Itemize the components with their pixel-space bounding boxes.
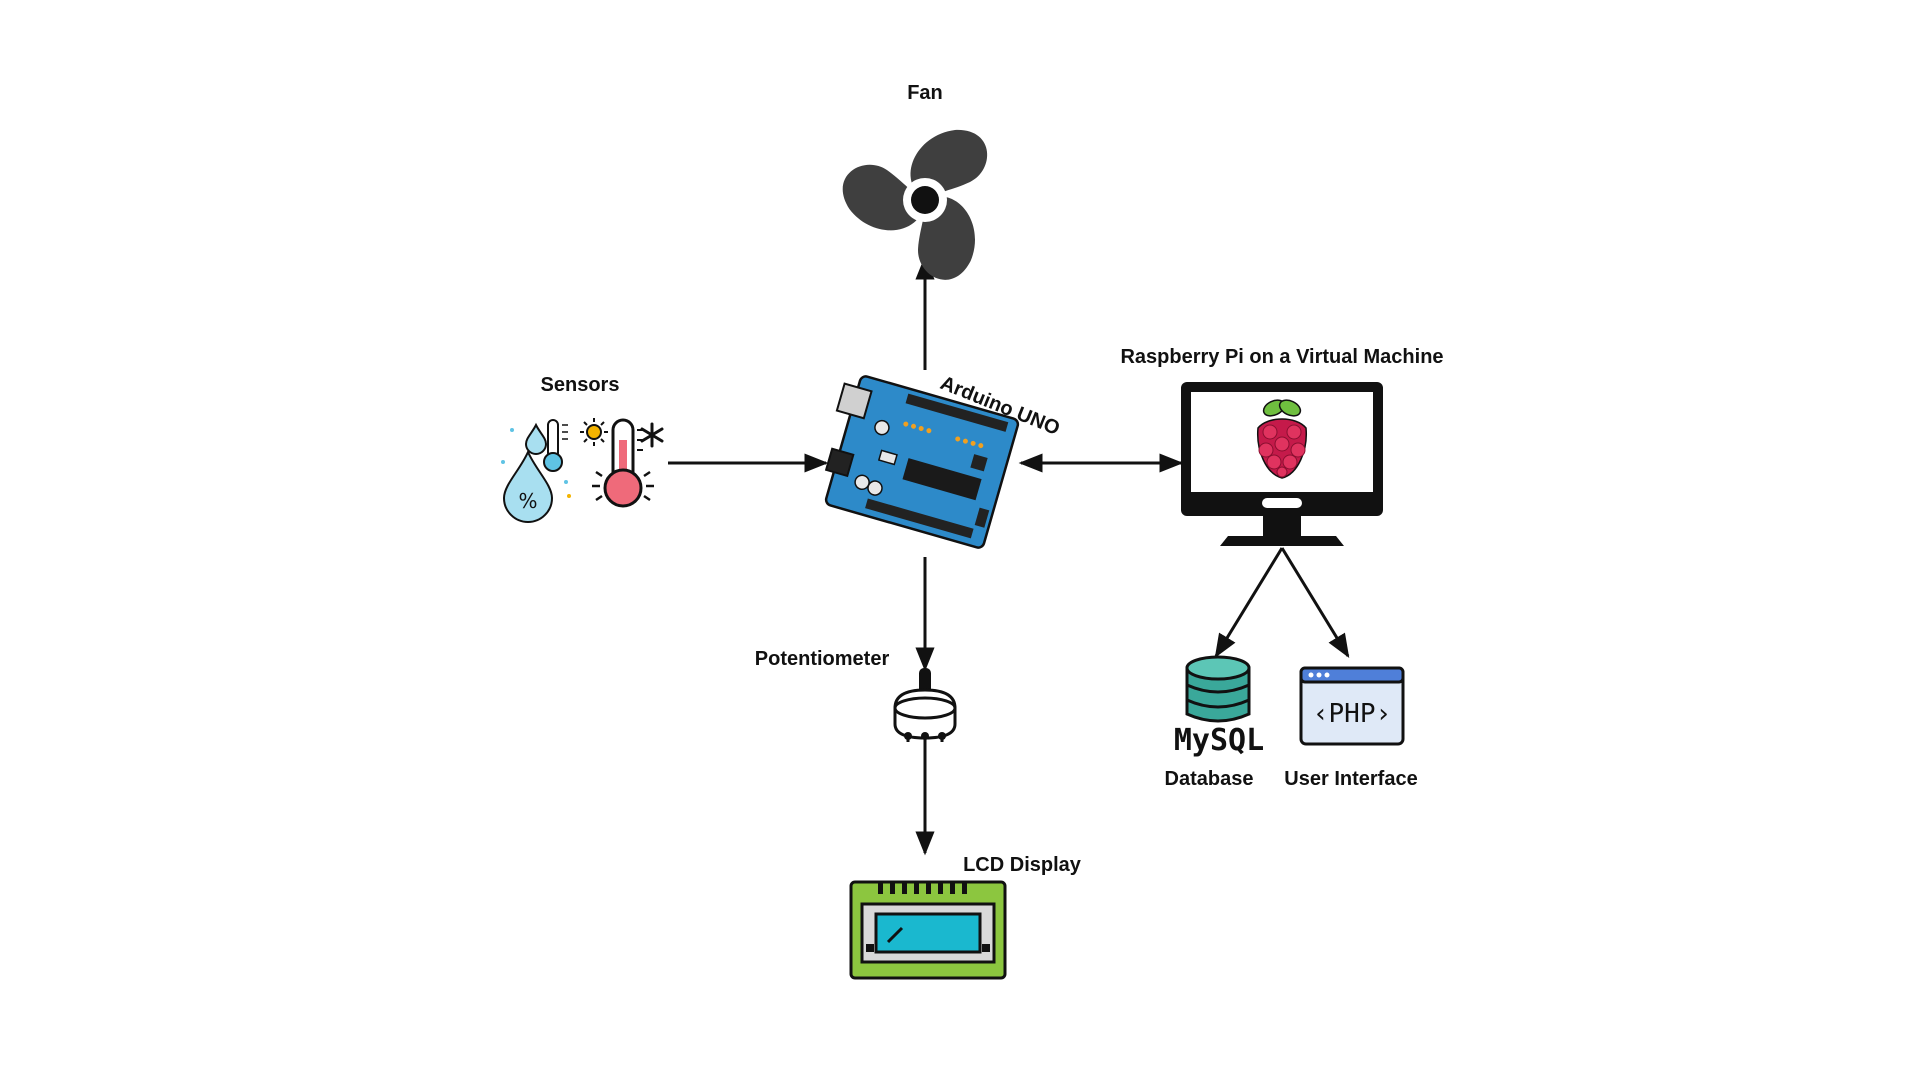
- fan-label: Fan: [907, 82, 943, 104]
- svg-text:%: %: [518, 489, 537, 513]
- php-browser-window-icon: ‹PHP›: [1299, 666, 1405, 746]
- arrow-raspberry-to-database: [1214, 547, 1284, 659]
- potentiometer-icon: [893, 668, 957, 742]
- raspberry-pi-label: Raspberry Pi on a Virtual Machine: [1120, 346, 1444, 368]
- monitor-raspberry-pi-icon: [1181, 382, 1383, 546]
- lcd-display-label: LCD Display: [963, 854, 1081, 876]
- arrow-raspberry-to-user-interface: [1280, 547, 1350, 659]
- mysql-logo-text: MySQL: [1174, 723, 1264, 758]
- database-label: Database: [1164, 768, 1254, 790]
- user-interface-label: User Interface: [1284, 768, 1418, 790]
- potentiometer-label: Potentiometer: [754, 648, 890, 670]
- fan-icon: [842, 129, 988, 280]
- mysql-database-icon: MySQL: [1174, 655, 1264, 758]
- php-logo-text: ‹PHP›: [1313, 699, 1391, 729]
- humidity-temperature-sensor-icon: %: [501, 418, 664, 523]
- arduino-board-icon: [824, 375, 1020, 549]
- sensors-label: Sensors: [540, 374, 620, 396]
- lcd-display-icon: [849, 880, 1007, 980]
